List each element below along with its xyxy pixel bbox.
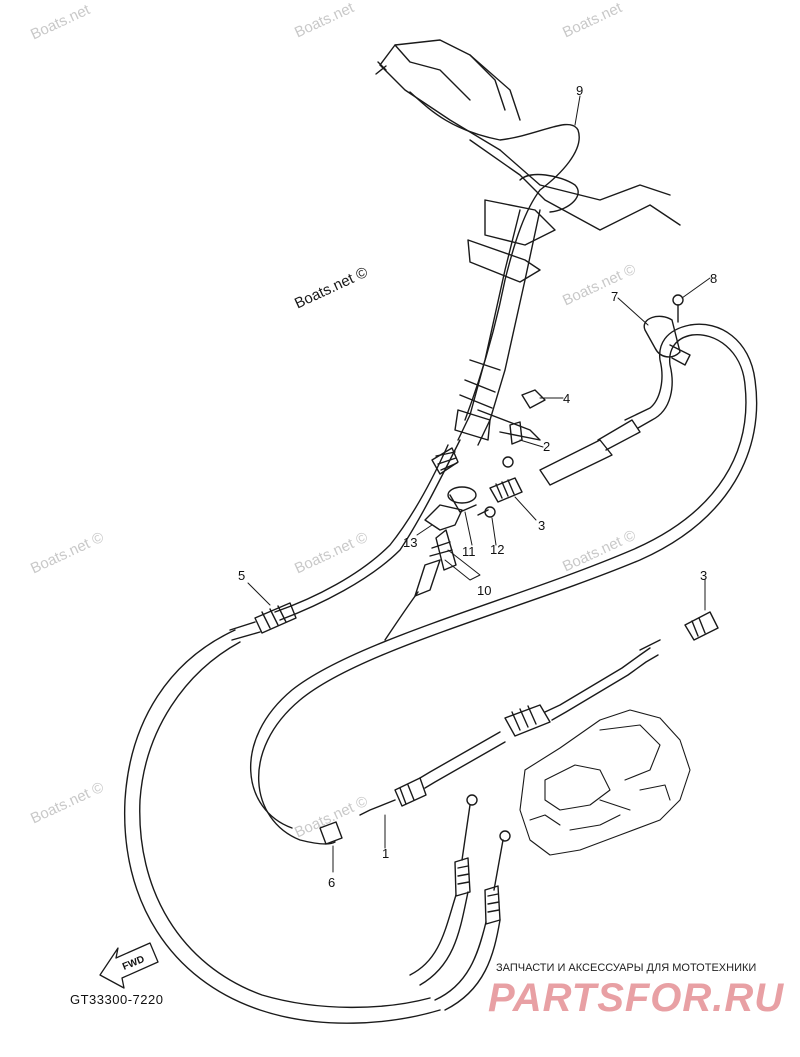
clamp-7-screw-8 [643, 294, 691, 366]
cable-upper-right [249, 323, 758, 845]
callout-11: 11 [462, 544, 476, 559]
diagram-code: GT33300-7220 [70, 992, 164, 1007]
handlebar-assembly [375, 39, 681, 446]
callout-10: 10 [477, 583, 491, 598]
callout-12: 12 [490, 542, 504, 557]
cable-boot-5-upper [431, 447, 459, 475]
fwd-arrow-icon [99, 942, 159, 989]
shift-cable-1 [359, 639, 661, 816]
fwd-label: FWD [121, 954, 146, 973]
lower-twin-cables [409, 794, 511, 1011]
shop-tagline: ЗАПЧАСТИ И АКСЕССУАРЫ ДЛЯ МОТОТЕХНИКИ [496, 962, 757, 974]
lever-parts [424, 486, 496, 531]
cable-9 [409, 91, 580, 421]
cable-boot-5 [229, 602, 297, 641]
callout-3a: 3 [538, 518, 545, 533]
callout-8: 8 [710, 271, 717, 286]
callout-9: 9 [576, 83, 583, 98]
shop-logo: PARTSFOR.RU [488, 976, 785, 1020]
lever-cable-10 [384, 529, 457, 641]
cap-6 [319, 821, 343, 845]
callout-3b: 3 [700, 568, 707, 583]
callout-1: 1 [382, 846, 389, 861]
callout-7: 7 [611, 289, 618, 304]
callout-4: 4 [563, 391, 570, 406]
engine-block [519, 709, 691, 856]
callout-6: 6 [328, 875, 335, 890]
callout-5: 5 [238, 568, 245, 583]
small-parts-2-3-4 [489, 389, 546, 503]
leader-lines [247, 95, 711, 873]
callout-2: 2 [543, 439, 550, 454]
cable-5-loop [123, 629, 441, 1024]
cable-upper-left [279, 439, 461, 621]
callout-13: 13 [403, 535, 417, 550]
sleeve-3-lower [684, 611, 719, 641]
